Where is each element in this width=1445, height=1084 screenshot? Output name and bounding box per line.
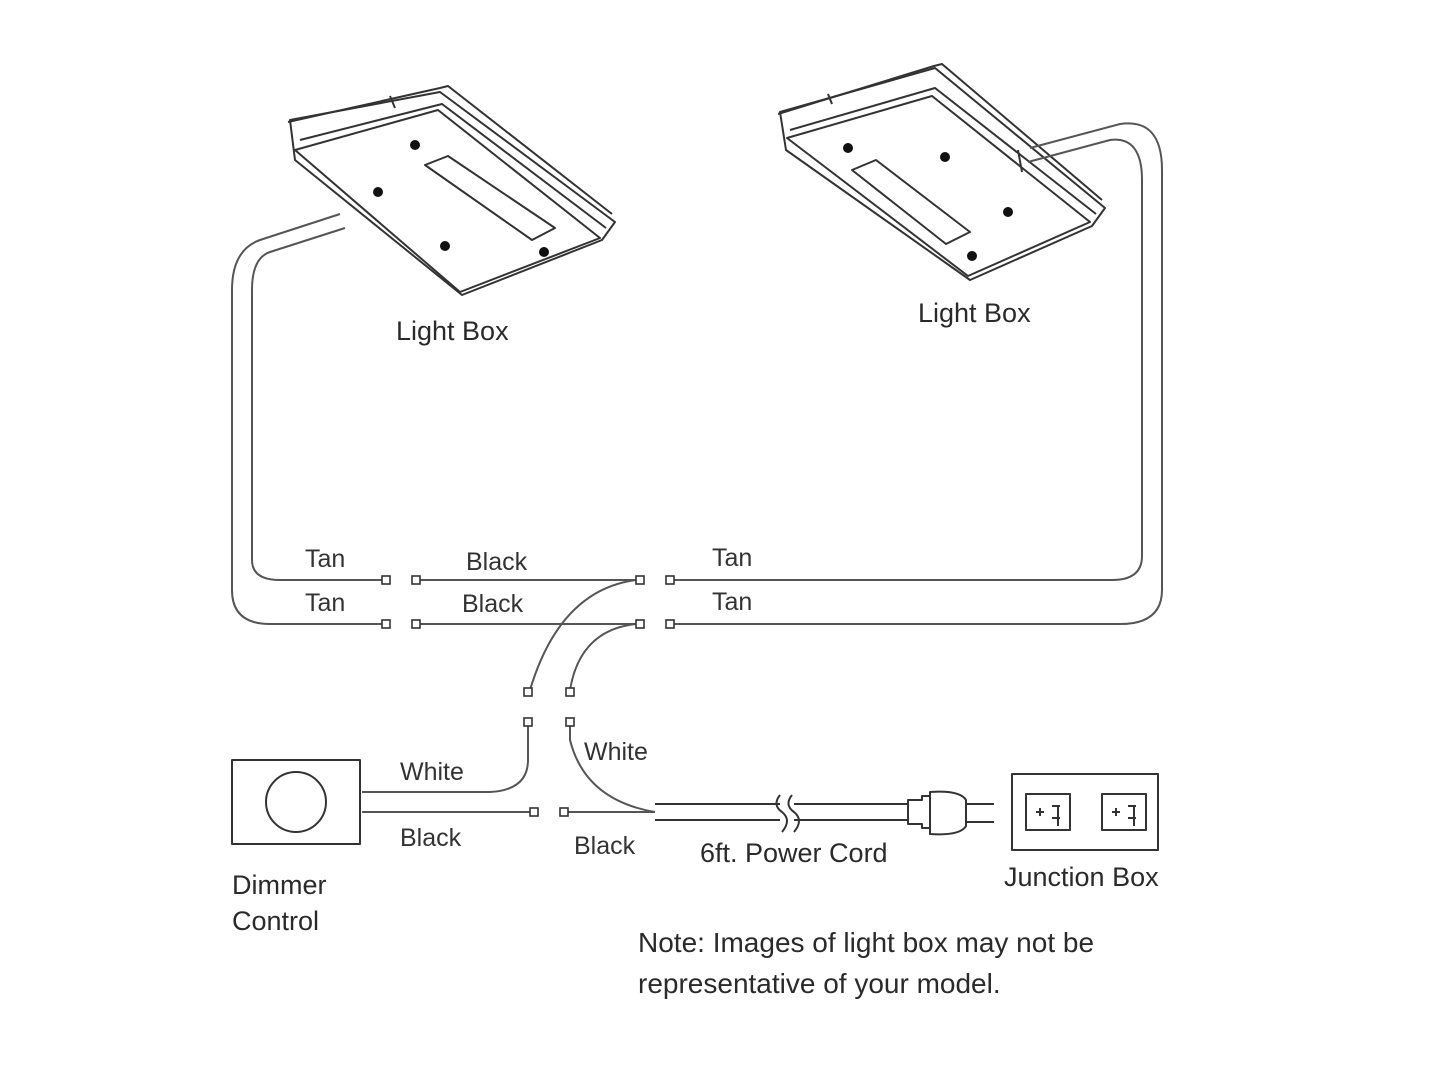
wire-label-tan-top-left: Tan bbox=[305, 545, 345, 573]
junction-box bbox=[1011, 773, 1159, 851]
wire-left-inner bbox=[251, 227, 382, 581]
wire-label-black-top: Black bbox=[466, 548, 528, 576]
connectors bbox=[381, 575, 675, 817]
wire-label-tan-top-right: Tan bbox=[712, 544, 752, 572]
dimmer-control bbox=[231, 759, 361, 845]
wire-right-inner bbox=[674, 138, 1143, 581]
dimmer-label-line2: Control bbox=[232, 906, 319, 936]
light-box-left-label: Light Box bbox=[396, 316, 509, 346]
wire-label-black-dimmer: Black bbox=[400, 824, 462, 852]
wire-label-tan-bottom-right: Tan bbox=[712, 588, 752, 616]
light-box-right bbox=[777, 63, 1106, 281]
wire-label-black-cord: Black bbox=[574, 832, 636, 860]
wire-label-black-bottom: Black bbox=[462, 590, 524, 618]
note-line2: representative of your model. bbox=[638, 968, 1001, 999]
note-line1: Note: Images of light box may not be bbox=[638, 927, 1094, 958]
power-cord bbox=[655, 790, 994, 836]
dimmer-label-line1: Dimmer bbox=[232, 870, 327, 900]
wire-label-white-dimmer: White bbox=[400, 758, 464, 786]
power-cord-label: 6ft. Power Cord bbox=[700, 838, 888, 868]
wire-left-outer bbox=[231, 213, 382, 625]
light-box-left bbox=[287, 85, 616, 296]
wire-right-outer bbox=[674, 122, 1163, 625]
wire-label-tan-bottom-left: Tan bbox=[305, 589, 345, 617]
light-box-right-label: Light Box bbox=[918, 298, 1031, 328]
junction-box-label: Junction Box bbox=[1004, 862, 1159, 892]
wire-label-white-cord: White bbox=[584, 738, 648, 766]
